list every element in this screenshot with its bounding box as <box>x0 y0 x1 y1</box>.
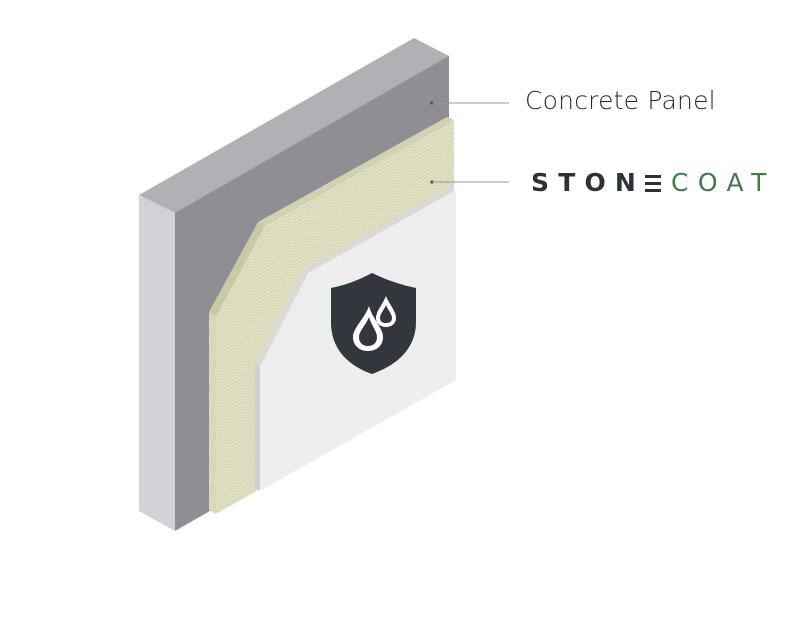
insulation-layer-side <box>209 312 216 514</box>
stonecoat-logo: STON COAT <box>531 168 776 197</box>
stonecoat-logo-stone: STON <box>531 168 646 197</box>
callout-leaders <box>430 101 509 184</box>
stonecoat-logo-coat: COAT <box>671 168 776 197</box>
concrete-panel-label: Concrete Panel <box>525 86 716 115</box>
shield-water-drops-icon <box>331 273 416 374</box>
concrete-panel-top-face <box>139 38 449 213</box>
concrete-panel-side-face <box>139 195 175 531</box>
stonecoat-logo-e-mark <box>645 174 662 192</box>
coating-layer-side <box>255 364 260 491</box>
